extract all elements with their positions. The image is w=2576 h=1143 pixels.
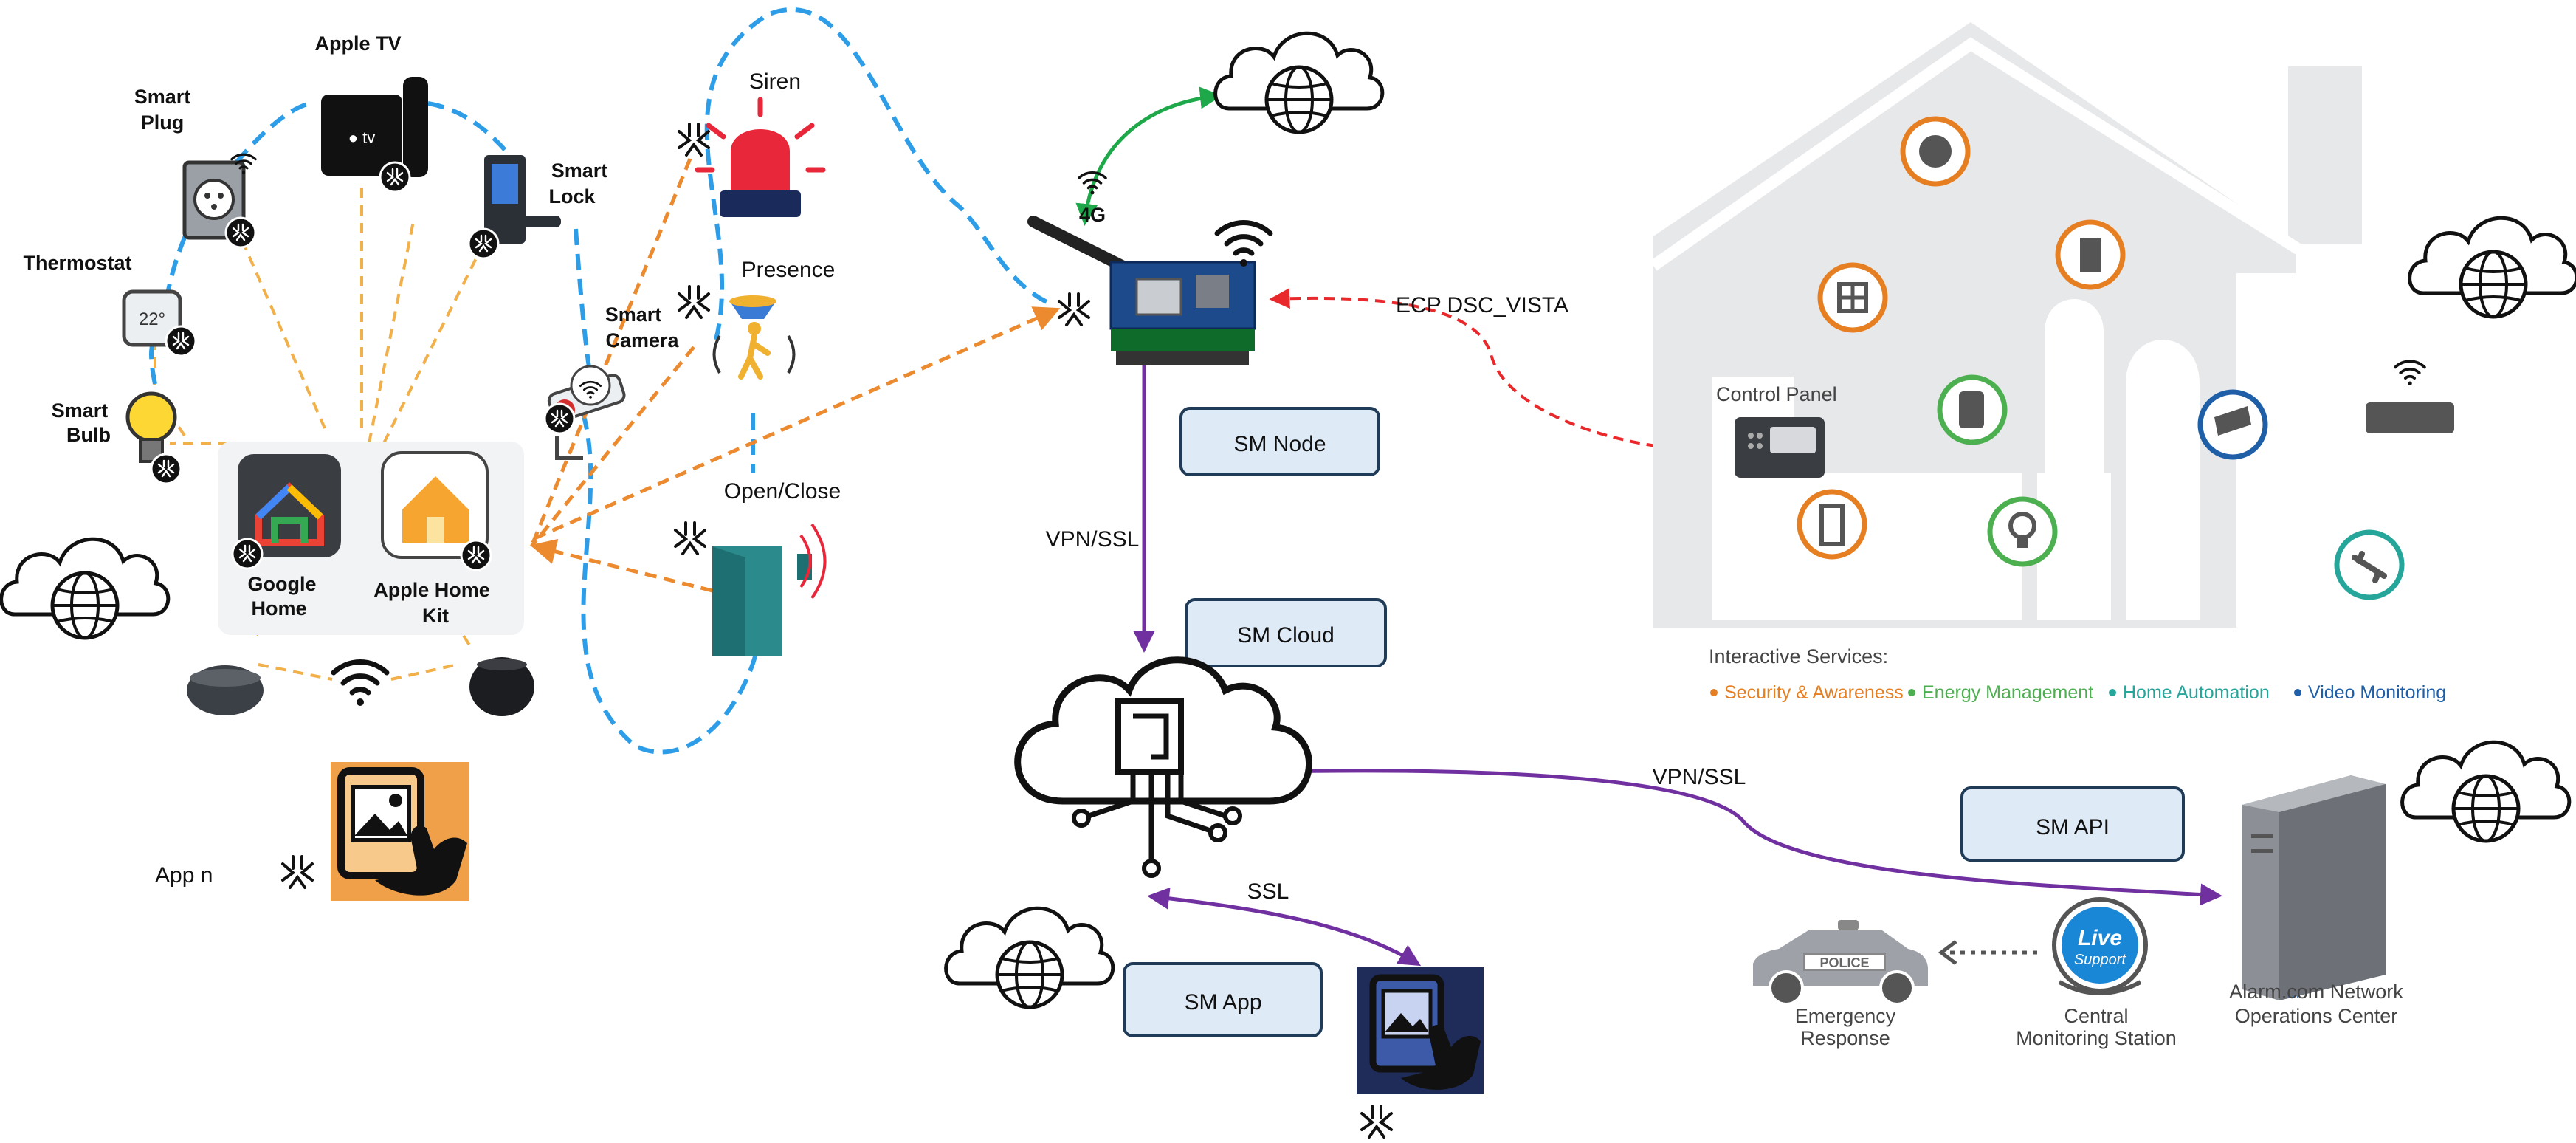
svg-text:···: ··· [2287,989,2300,1003]
sm-node-label: SM Node [1233,432,1326,456]
sm-cloud-icon [1014,656,1312,878]
google-home-label-1: Google [248,573,317,595]
apple-home-kit-label-1: Apple Home [373,579,490,601]
sm-node-board-icon [1027,216,1256,365]
lte-label: 4G [1079,204,1106,226]
siren-label: Siren [749,69,801,94]
google-nest-speaker-icon [187,665,264,715]
open-close-sensor-icon [712,523,827,656]
smart-lock-label-2: Lock [548,185,596,207]
sm-api-box [1960,786,2185,862]
app-n-label: App n [155,863,213,888]
sm-platform: 4G ECP DSC_VISTA SM Node VPN/SSL SM Clou… [946,33,1568,1139]
smart-bulb-label-1: Smart [52,399,109,422]
live-label-2: Support [2074,952,2126,968]
smart-lock-icon [467,155,561,260]
smart-bulb-icon [125,391,182,485]
apple-tv-label: Apple TV [314,32,401,55]
services-legend: Security & Awareness Energy Management H… [1710,682,2446,703]
sm-app-icon [1357,967,1484,1094]
google-home-hub[interactable]: Google Home [231,454,341,619]
siren-zwave-icon [678,123,710,157]
apple-tv-icon: ● tv [321,77,428,193]
svg-text:● tv: ● tv [348,128,376,147]
app-n-zwave-icon [281,855,314,889]
emergency-label-2: Response [1800,1027,1890,1049]
sm-app-zwave-icon [1360,1105,1393,1139]
smart-bulb-label-2: Bulb [66,424,111,446]
siren-icon [695,97,826,217]
smart-plug-label-2: Plug [141,111,185,134]
interactive-services-title: Interactive Services: [1709,645,1888,667]
smart-lock-label-1: Smart [551,159,608,182]
monitoring-network: VPN/SSL SM API ··· Alarm.com Network Ope… [1653,742,2569,1049]
hub-wifi-icon [334,662,387,706]
noc-label-1: Alarm.com Network [2229,981,2403,1003]
sm-node-zwave-icon [1058,292,1090,326]
smart-plug-icon [182,153,257,249]
cloud-globe-icon-top [1216,33,1382,132]
sm-cloud-label: SM Cloud [1237,623,1335,648]
sm-node-box [1179,407,1380,476]
smart-camera-label-2: Camera [605,329,679,351]
homepod-mini-icon [469,657,534,716]
vpn-ssl-api-label: VPN/SSL [1653,765,1746,789]
live-label-1: Live [2078,926,2122,950]
cloud-globe-icon-house [2410,218,2576,317]
smart-camera-icon [543,365,626,460]
thermostat-display: 22° [139,309,165,329]
apple-home-kit-label-2: Kit [422,605,449,627]
sm-node-wifi-icon [1217,223,1270,267]
house-services: Control Panel Interactive Services: Secu… [1650,22,2576,703]
ecp-label: ECP DSC_VISTA [1396,293,1568,318]
legend-energy: Energy Management [1922,682,2093,703]
apple-home-kit-hub[interactable]: Apple Home Kit [373,451,492,627]
legend-security: Security & Awareness [1724,682,1904,703]
central-label-2: Monitoring Station [2016,1027,2177,1049]
control-panel-icon [1735,417,1825,478]
police-car-icon: POLICE [1753,920,1928,1006]
presence-zwave-icon [678,285,710,319]
live-support-icon: Live Support [2052,897,2148,995]
sm-app-box [1123,962,1323,1037]
presence-sensor-icon [712,295,796,380]
noc-label-2: Operations Center [2235,1005,2398,1027]
server-icon [2242,775,2386,1000]
cloud-globe-icon-left [1,539,168,638]
legend-video: Video Monitoring [2308,682,2446,703]
smart-plug-label-1: Smart [134,86,191,108]
cloud-globe-icon-api [2403,742,2569,841]
app-n-icon [331,762,469,901]
central-label-1: Central [2064,1005,2128,1027]
sm-app-label: SM App [1184,990,1261,1015]
house-device-icons [1797,116,2454,600]
smart-home-ecosystem: Apple TV ● tv Smart Plug Smart Lock Ther… [1,32,841,901]
cloud-globe-icon-app [946,908,1113,1007]
google-home-label-2: Home [251,597,306,619]
emergency-label-1: Emergency [1795,1005,1896,1027]
control-panel-label: Control Panel [1716,383,1837,405]
vpn-ssl-node-label: VPN/SSL [1046,527,1140,552]
ssl-label: SSL [1247,879,1289,904]
open-close-zwave-icon [674,521,706,555]
sm-cloud-box [1185,598,1387,667]
smart-camera-label-1: Smart [605,303,662,326]
police-label: POLICE [1819,955,1869,970]
legend-home-automation: Home Automation [2123,682,2270,703]
thermostat-icon: 22° [122,289,197,357]
presence-label: Presence [742,258,836,282]
links-layer [149,7,2222,967]
thermostat-label: Thermostat [23,252,131,274]
sm-api-label: SM API [2036,815,2110,840]
open-close-label: Open/Close [724,479,841,504]
